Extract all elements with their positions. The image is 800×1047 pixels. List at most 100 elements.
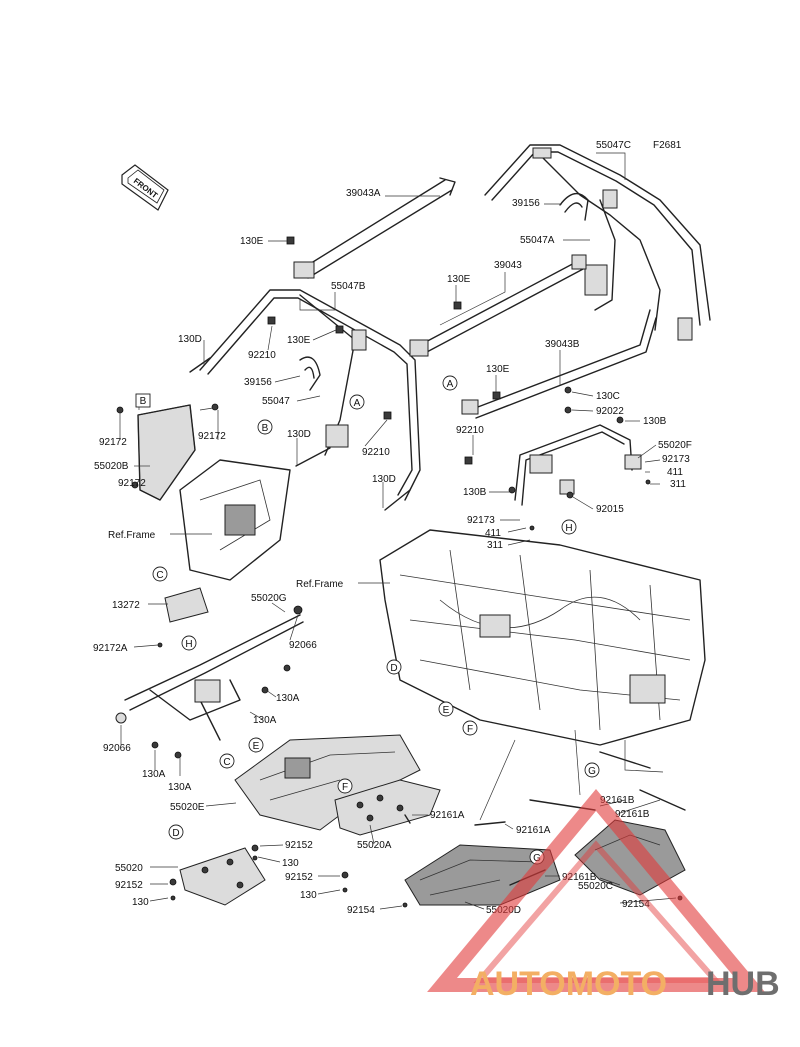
label-39043A: 39043A: [346, 188, 381, 199]
label-92161A-b: 92161A: [516, 825, 551, 836]
label-130E-c: 130E: [287, 335, 311, 346]
callout-F-2: F: [342, 782, 348, 793]
label-55020: 55020: [115, 863, 143, 874]
label-55020E: 55020E: [170, 802, 205, 813]
label-92173-a: 92173: [662, 454, 690, 465]
label-92210-a: 92210: [248, 350, 276, 361]
label-130-b: 130: [300, 890, 317, 901]
rack-55020F: [514, 424, 642, 506]
label-92152-c: 92152: [115, 880, 143, 891]
label-55047: 55047: [262, 396, 290, 407]
label-39156a: 39156: [512, 198, 540, 209]
label-92210-b: 92210: [362, 447, 390, 458]
label-92152-a: 92152: [285, 840, 313, 851]
callout-H-2: H: [565, 523, 572, 534]
label-130D-b: 130D: [287, 429, 311, 440]
label-92172-b: 92172: [198, 431, 226, 442]
watermark-logo: AUTOMOTO HUB: [427, 789, 780, 1003]
callout-G-2: G: [533, 853, 541, 864]
label-55047B: 55047B: [331, 281, 366, 292]
label-130A-b: 130A: [253, 715, 277, 726]
callout-C-1: C: [156, 570, 163, 581]
label-92022: 92022: [596, 406, 624, 417]
front-bar-39043A: [293, 177, 456, 279]
watermark-triangle-icon: [427, 789, 765, 992]
skid-plate-55020A: [334, 779, 441, 836]
callout-H-1: H: [185, 639, 192, 650]
callout-F-1: F: [467, 724, 473, 735]
label-92154-a: 92154: [622, 899, 650, 910]
label-92066-b: 92066: [103, 743, 131, 754]
figure-code: F2681: [653, 140, 682, 151]
leader-lines: [119, 152, 677, 910]
part-labels: 39043A 55047C 39156 130E 55047A 39043 13…: [93, 140, 692, 916]
label-55047A: 55047A: [520, 235, 555, 246]
label-92015: 92015: [596, 504, 624, 515]
bolt-group-upper: [189, 236, 501, 511]
skid-plate-55020E: [234, 734, 421, 831]
label-92066-a: 92066: [289, 640, 317, 651]
watermark-text-2: HUB: [706, 965, 780, 1003]
label-130B-b: 130B: [463, 487, 487, 498]
callout-D-1: D: [390, 663, 397, 674]
front-arrow-icon: FRONT: [121, 164, 169, 211]
label-92161B-a: 92161B: [600, 795, 635, 806]
label-92210-c: 92210: [456, 425, 484, 436]
label-130A-c: 130A: [142, 769, 166, 780]
frame-front-section: [179, 459, 291, 581]
callout-E-1: E: [443, 705, 450, 716]
label-411-b: 411: [485, 528, 501, 539]
skid-plate-55020: [179, 847, 266, 906]
roll-cage-rear: [484, 144, 711, 341]
callout-D-2: D: [172, 828, 179, 839]
label-411-a: 411: [667, 467, 683, 478]
watermark-text-1: AUTOMOTO: [470, 965, 667, 1003]
label-130C: 130C: [596, 391, 620, 402]
label-39043: 39043: [494, 260, 522, 271]
callouts: A A B B C C D D E E F F G G H H: [135, 375, 600, 865]
label-130E-a: 130E: [240, 236, 264, 247]
cross-bar-39043: [409, 254, 587, 357]
main-frame: [379, 529, 706, 746]
label-13272: 13272: [112, 600, 140, 611]
label-92172-a: 92172: [99, 437, 127, 448]
label-311-a: 311: [670, 479, 686, 490]
label-ref-frame-2: Ref.Frame: [296, 579, 344, 590]
label-55020A: 55020A: [357, 840, 392, 851]
hardware-lower: [116, 386, 683, 908]
label-92172A: 92172A: [93, 643, 128, 654]
label-55020G: 55020G: [251, 593, 287, 604]
label-92173-b: 92173: [467, 515, 495, 526]
label-130-a: 130: [282, 858, 299, 869]
callout-C-2: C: [223, 757, 230, 768]
label-311-b: 311: [487, 540, 503, 551]
label-130E-d: 130E: [486, 364, 510, 375]
label-130D-c: 130D: [372, 474, 396, 485]
label-130B-a: 130B: [643, 416, 667, 427]
rear-bar-39043B: [461, 309, 657, 419]
label-55020F: 55020F: [658, 440, 692, 451]
front-hoop-55047B: [199, 289, 421, 501]
label-39156b: 39156: [244, 377, 272, 388]
panel-55020B: [137, 404, 196, 501]
label-55020C: 55020C: [578, 881, 613, 892]
bracket-13272: [164, 587, 209, 623]
label-130A-a: 130A: [276, 693, 300, 704]
label-130A-d: 130A: [168, 782, 192, 793]
callout-A-1: A: [354, 398, 361, 409]
label-92154-b: 92154: [347, 905, 375, 916]
label-92172-c: 92172: [118, 478, 146, 489]
label-55047C: 55047C: [596, 140, 631, 151]
label-92161A-a: 92161A: [430, 810, 465, 821]
label-92152-b: 92152: [285, 872, 313, 883]
label-ref-frame-1: Ref.Frame: [108, 530, 156, 541]
label-130-c: 130: [132, 897, 149, 908]
callout-A-2: A: [447, 379, 454, 390]
label-130E-b: 130E: [447, 274, 471, 285]
label-92161B-c: 92161B: [562, 872, 597, 883]
callout-E-2: E: [253, 741, 260, 752]
label-39043B: 39043B: [545, 339, 580, 350]
grab-handle-39156: [299, 192, 589, 391]
label-55020B: 55020B: [94, 461, 129, 472]
